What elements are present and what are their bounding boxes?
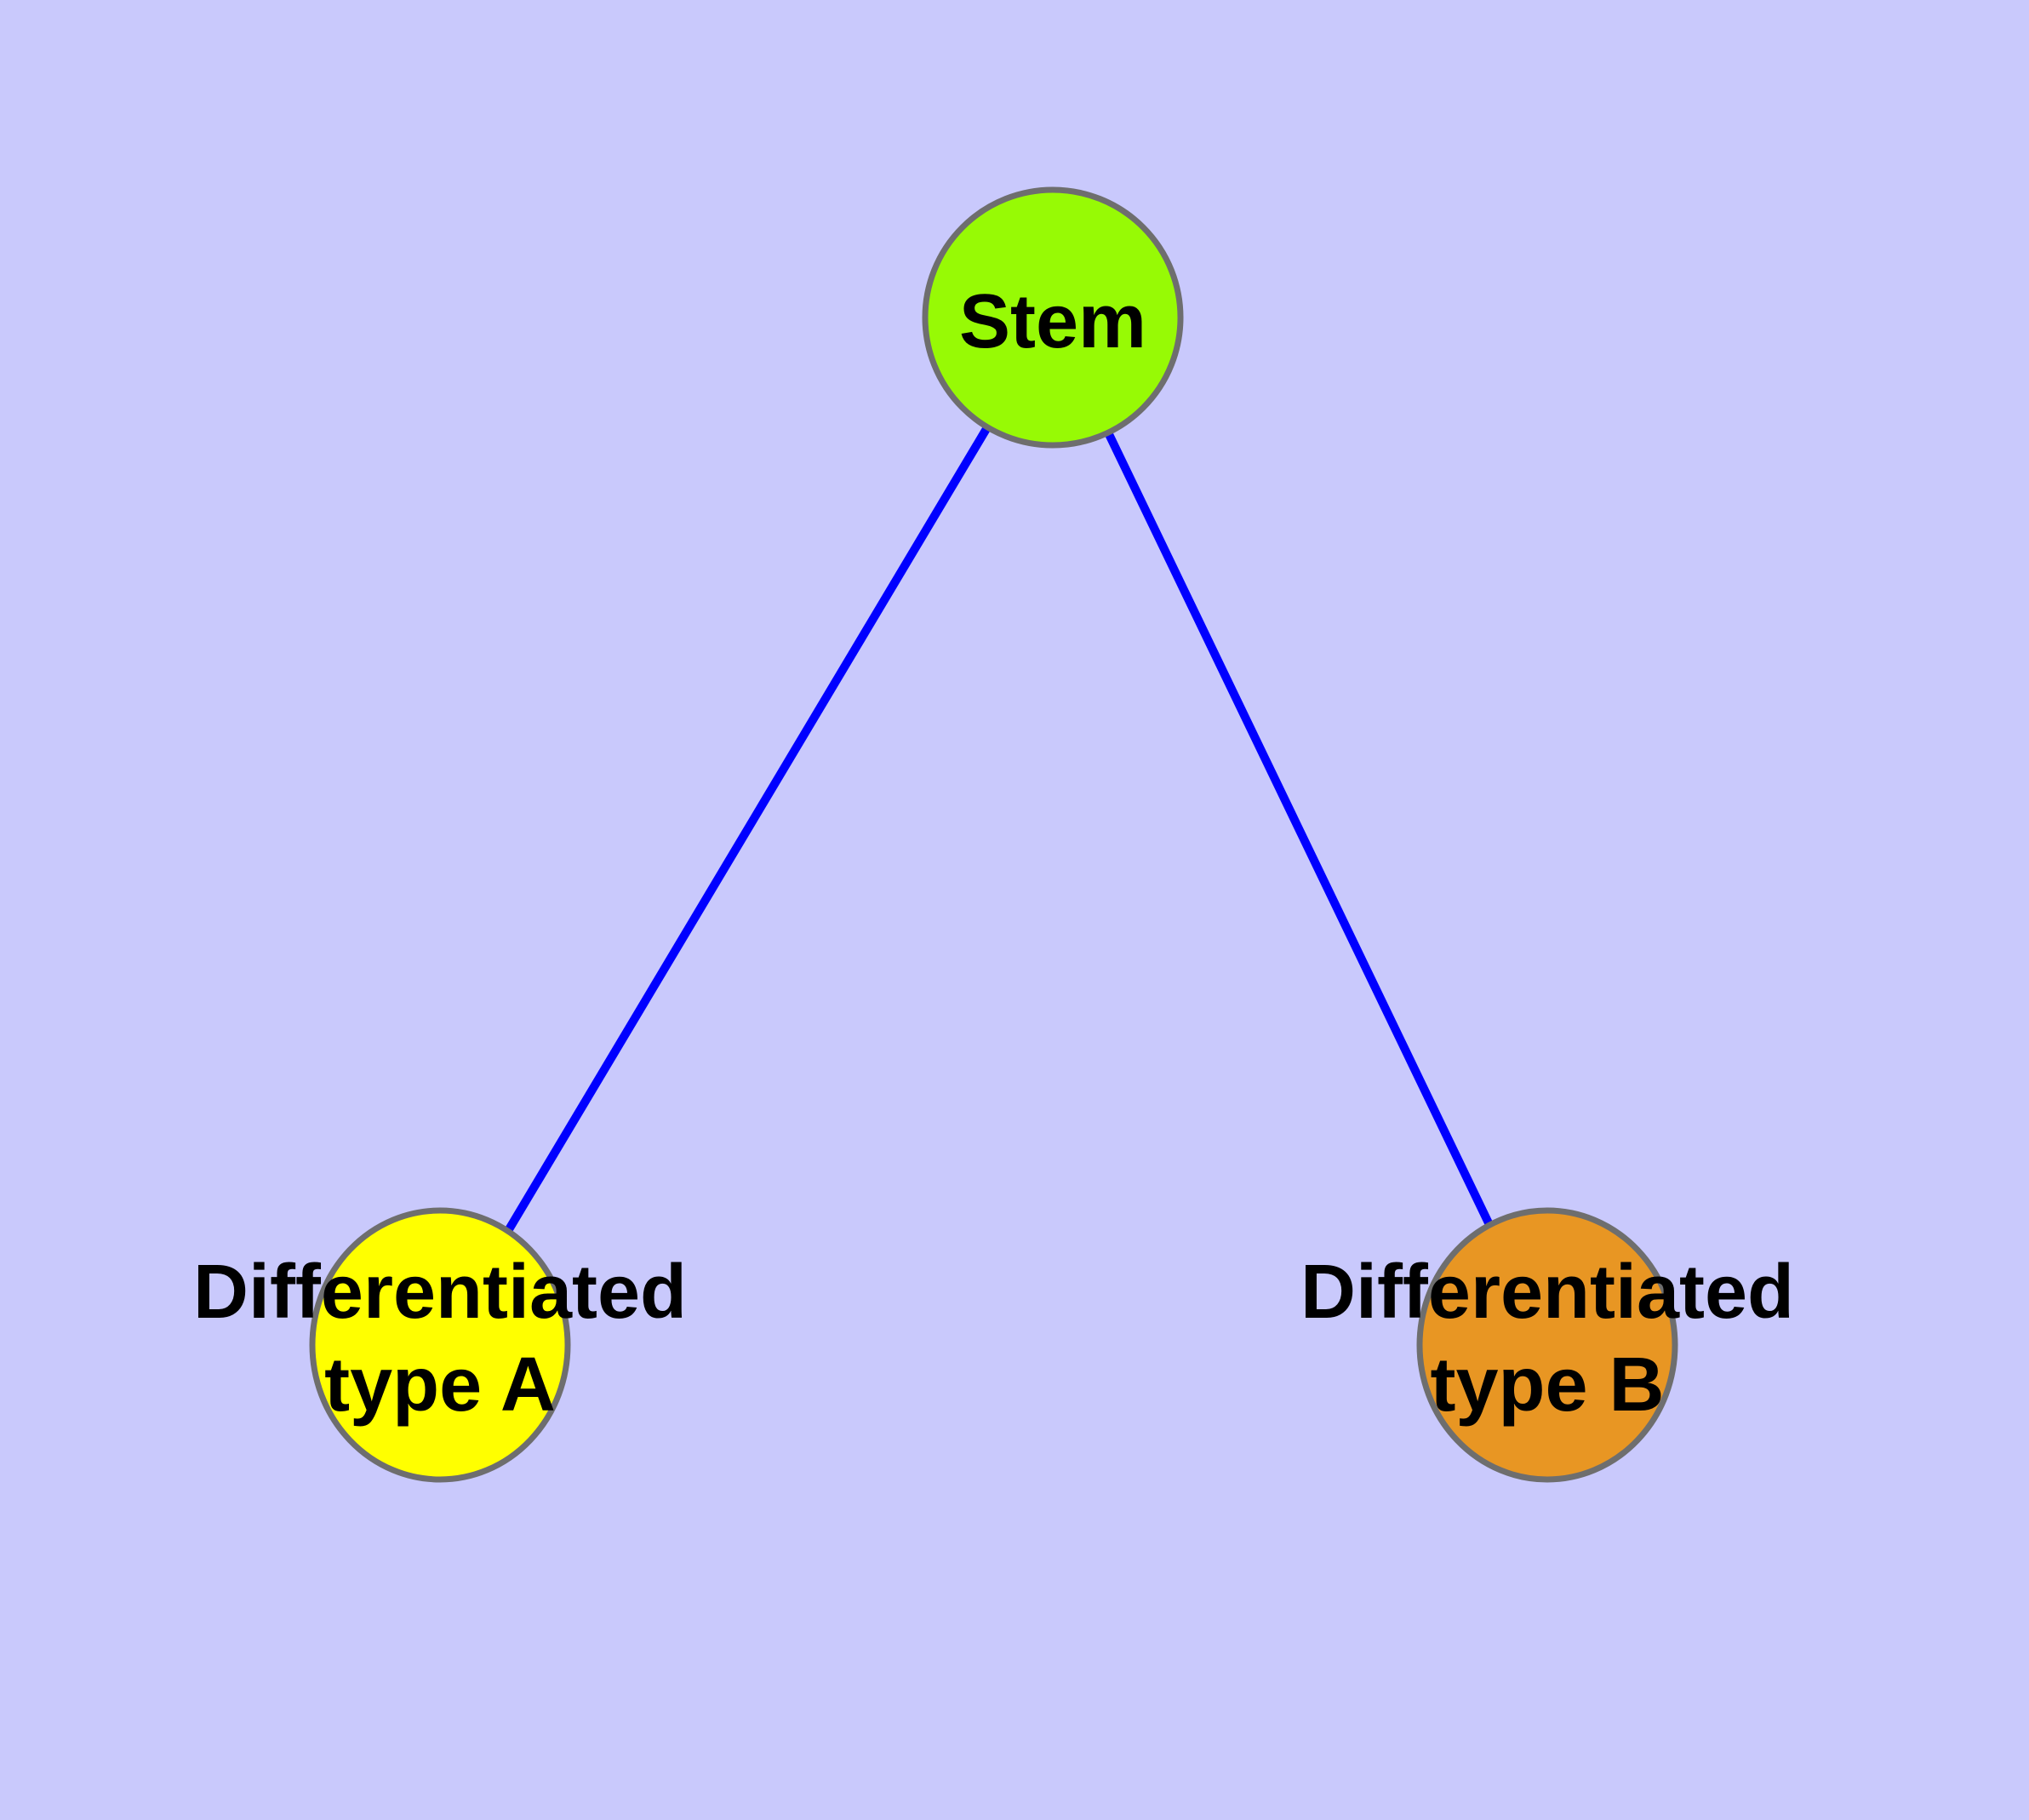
label-group: Stem Differentiated type A Differentiate… — [193, 279, 1794, 1428]
edge-stem-to-type-a — [436, 315, 1057, 1348]
node-type-a-label-line1: Differentiated — [193, 1250, 687, 1335]
edge-stem-to-type-b — [1049, 315, 1552, 1348]
edge-group — [436, 315, 1552, 1348]
node-group — [309, 186, 1678, 1483]
node-type-a-label-line2: type A — [324, 1342, 556, 1428]
node-differentiated-type-a — [309, 1207, 571, 1483]
node-stem — [922, 186, 1184, 449]
node-differentiated-type-b — [1416, 1207, 1678, 1483]
node-type-b-label-line2: type B — [1430, 1342, 1664, 1428]
node-type-b-label-line1: Differentiated — [1300, 1250, 1794, 1335]
node-stem-label: Stem — [959, 279, 1146, 364]
